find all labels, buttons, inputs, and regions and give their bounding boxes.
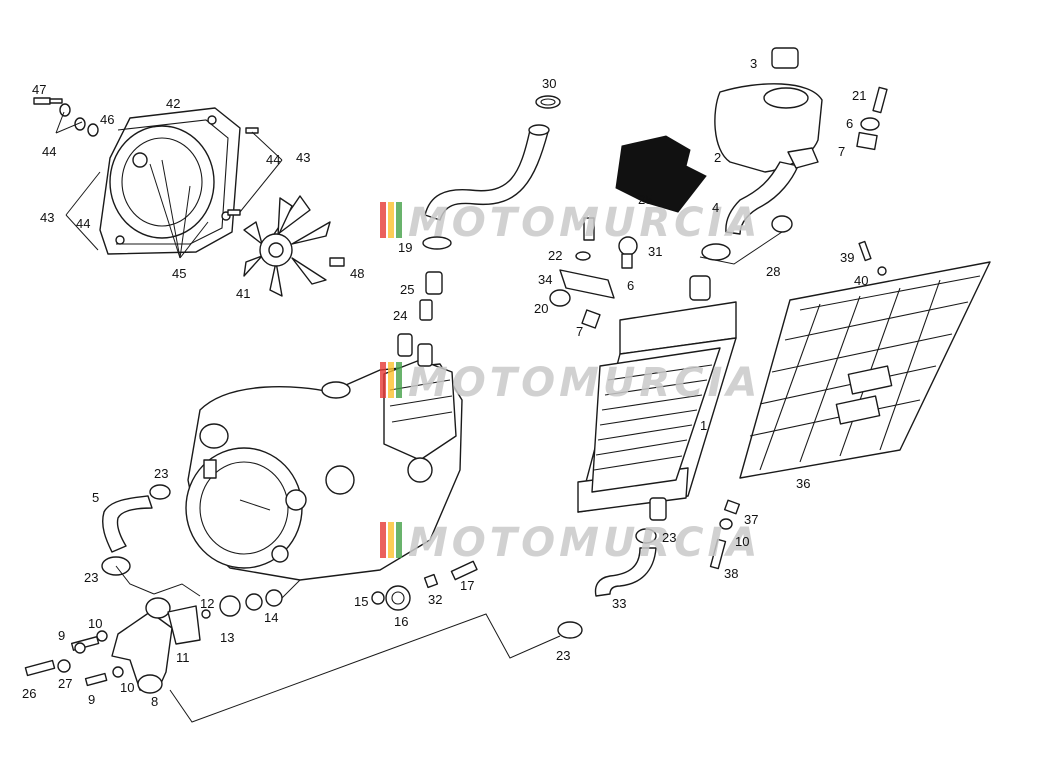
callout-6-top: 6 <box>846 116 853 131</box>
callout-4: 4 <box>712 200 719 215</box>
callout-6-middle: 6 <box>627 278 634 293</box>
callout-25-shield: 25 <box>638 192 652 207</box>
callout-7-middle: 7 <box>576 324 583 339</box>
callout-14: 14 <box>264 610 278 625</box>
grille-fixings <box>709 499 741 570</box>
callout-22: 22 <box>548 248 562 263</box>
callout-10-right: 10 <box>735 534 749 549</box>
watermark-flag-stripe <box>396 202 402 238</box>
callout-23-engine: 23 <box>154 466 168 481</box>
callout-17: 17 <box>460 578 474 593</box>
callout-40: 40 <box>854 273 868 288</box>
callout-31: 31 <box>648 244 662 259</box>
radiator-core-hatch <box>593 364 713 471</box>
callout-12: 12 <box>200 596 214 611</box>
callout-11: 11 <box>176 650 190 665</box>
callout-39: 39 <box>840 250 854 265</box>
callout-9-lower: 9 <box>88 692 95 707</box>
upper-hose <box>424 95 561 221</box>
water-pump-cover <box>111 589 283 694</box>
callout-7-top: 7 <box>838 144 845 159</box>
callout-46: 46 <box>100 112 114 127</box>
callout-23-radiator: 23 <box>662 530 676 545</box>
callout-23-left: 23 <box>84 570 98 585</box>
watermark-flag-stripe <box>388 522 394 558</box>
watermark-flag-stripe <box>396 522 402 558</box>
callout-37: 37 <box>744 512 758 527</box>
callout-30: 30 <box>542 76 556 91</box>
callout-21: 21 <box>852 88 866 103</box>
callout-1: 1 <box>700 418 707 433</box>
callout-8: 8 <box>151 694 158 709</box>
callout-25-left: 25 <box>400 282 414 297</box>
radiator <box>577 275 737 521</box>
callout-44-right: 44 <box>266 152 280 167</box>
callout-43-left: 43 <box>40 210 54 225</box>
watermark-bottom: MOTOMURCIA <box>380 520 761 566</box>
callout-45: 45 <box>172 266 186 281</box>
watermark-top: MOTOMURCIA <box>380 200 761 246</box>
callout-28: 28 <box>766 264 780 279</box>
callout-16: 16 <box>394 614 408 629</box>
callout-5: 5 <box>92 490 99 505</box>
callout-10-upper: 10 <box>88 616 102 631</box>
leader-lines <box>55 111 783 723</box>
callout-26: 26 <box>22 686 36 701</box>
cooling-fan <box>243 195 345 297</box>
callout-38: 38 <box>724 566 738 581</box>
callout-15: 15 <box>354 594 368 609</box>
callout-43-right: 43 <box>296 150 310 165</box>
callout-24: 24 <box>393 308 407 323</box>
callout-44-left: 44 <box>76 216 90 231</box>
callout-2: 2 <box>714 150 721 165</box>
lower-left-hose <box>101 484 171 576</box>
part-callouts: 1 2 3 4 5 6 6 7 7 8 9 9 10 10 10 11 12 1… <box>22 56 868 709</box>
callout-48: 48 <box>350 266 364 281</box>
watermark-middle: MOTOMURCIA <box>380 360 761 406</box>
watermark-flag-stripe <box>380 362 386 398</box>
watermark-text: MOTOMURCIA <box>408 360 761 406</box>
callout-10-lower: 10 <box>120 680 134 695</box>
callout-33: 33 <box>612 596 626 611</box>
watermark-text: MOTOMURCIA <box>408 200 761 246</box>
callout-9-upper: 9 <box>58 628 65 643</box>
shroud-screws <box>33 97 259 216</box>
callout-42: 42 <box>166 96 180 111</box>
callout-13: 13 <box>220 630 234 645</box>
pump-bolts <box>24 630 124 687</box>
watermark-flag-stripe <box>388 362 394 398</box>
fan-shroud <box>99 107 241 255</box>
callout-32: 32 <box>428 592 442 607</box>
watermark-group: MOTOMURCIA MOTOMURCIA MOTOMURCIA <box>380 200 761 566</box>
watermark-flag-stripe <box>388 202 394 238</box>
watermark-flag-stripe <box>380 202 386 238</box>
callout-41: 41 <box>236 286 250 301</box>
callout-34: 34 <box>538 272 552 287</box>
callout-44-top: 44 <box>42 144 56 159</box>
callout-27: 27 <box>58 676 72 691</box>
callout-47: 47 <box>32 82 46 97</box>
watermark-text: MOTOMURCIA <box>408 520 761 566</box>
radiator-lower-hose <box>557 528 657 639</box>
middle-small-parts <box>419 215 887 329</box>
black-shield <box>615 135 707 213</box>
watermark-flag-stripe <box>396 362 402 398</box>
callout-23-bottom: 23 <box>556 648 570 663</box>
callout-36: 36 <box>796 476 810 491</box>
watermark-flag-stripe <box>380 522 386 558</box>
callout-3: 3 <box>750 56 757 71</box>
radiator-grille <box>739 261 991 479</box>
callout-19: 19 <box>398 240 412 255</box>
reservoir-fixings <box>856 86 888 151</box>
pump-gear-parts <box>371 560 478 611</box>
coolant-reservoir <box>714 47 823 235</box>
callout-20: 20 <box>534 301 548 316</box>
